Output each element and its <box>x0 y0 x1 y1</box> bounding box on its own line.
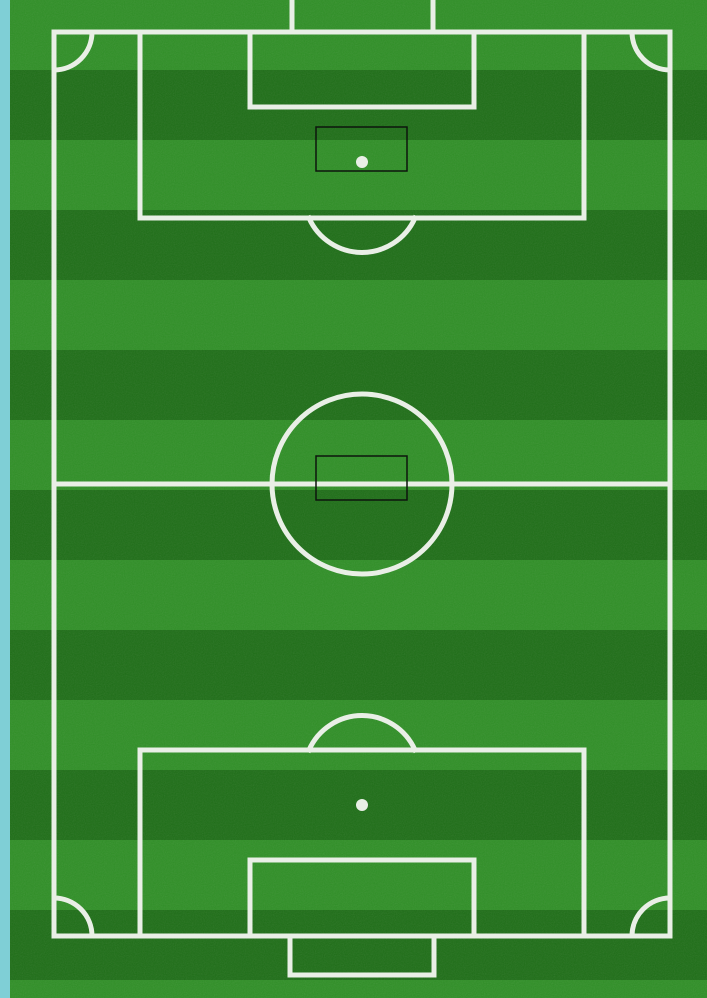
soccer-field <box>10 0 707 998</box>
soccer-pitch-svg <box>10 0 707 998</box>
top-penalty-spot <box>356 156 368 168</box>
grass-texture <box>10 0 707 998</box>
bottom-penalty-spot <box>356 799 368 811</box>
